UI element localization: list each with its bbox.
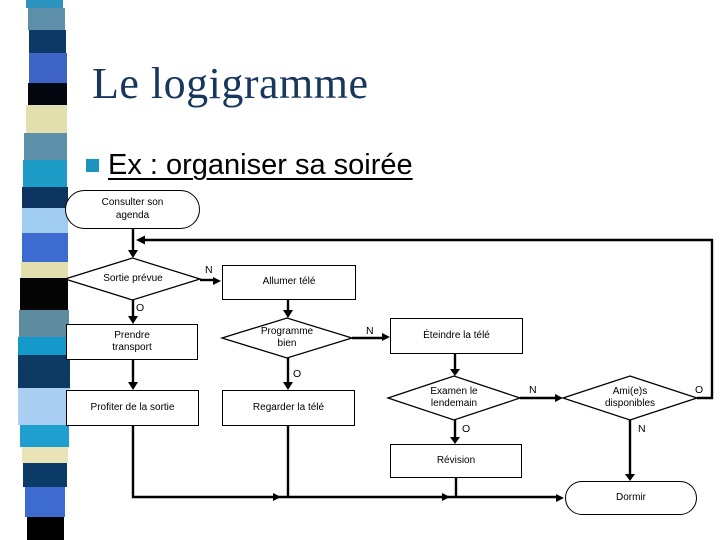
branch-label-no: N [529,384,537,396]
branch-label-yes: O [462,423,471,435]
strip-segment [22,447,68,463]
bullet-item: Ex : organiser sa soirée [86,149,413,182]
flow-node-label: Dormir [616,491,646,503]
flow-node-consulter-agenda: Consulter son agenda [65,190,200,229]
branch-label-no: N [205,264,213,276]
strip-segment [25,487,65,517]
flow-node-amies-disponibles: Ami(e)s disponibles [580,384,680,412]
flow-node-profiter-sortie: Profiter de la sortie [66,390,199,426]
strip-segment [26,0,63,8]
flow-node-dormir: Dormir [565,481,697,515]
flow-node-label: Regarder la télé [252,401,325,413]
strip-segment [21,262,68,278]
strip-segment [18,355,70,388]
flow-node-label: Révision [436,454,476,466]
flow-node-eteindre-tele: Éteindre la télé [390,318,523,354]
flow-node-revision: Révision [390,444,522,478]
strip-segment [24,133,67,160]
strip-segment [28,8,65,30]
strip-segment [23,463,67,487]
branch-label-yes: O [136,302,145,314]
page-title: Le logigramme [92,59,369,108]
strip-segment [18,388,70,425]
decorative-strip [0,0,80,540]
strip-segment [18,337,70,355]
strip-segment [22,208,68,233]
flow-node-label: Prendre transport [112,329,152,354]
flow-node-regarder-tele: Regarder la télé [222,390,355,426]
flow-node-prendre-transport: Prendre transport [66,324,198,360]
strip-segment [29,30,66,53]
strip-segment [19,310,69,337]
strip-segment [22,233,68,262]
strip-segment [28,83,67,105]
branch-label-no: N [366,325,374,337]
flow-node-label: Éteindre la télé [423,329,490,341]
strip-segment [29,53,67,83]
flow-node-label: Ami(e)s disponibles [604,385,656,410]
strip-segment [27,517,64,540]
strip-segment [23,160,67,187]
strip-segment [20,425,69,447]
flow-node-programme-bien: Programme bien [237,324,337,352]
bullet-square-icon [86,159,99,172]
flow-node-sortie-prevue: Sortie prévue [73,266,193,292]
branch-label-no: N [638,423,646,435]
flow-node-label: Sortie prévue [103,272,163,284]
branch-label-yes: O [293,368,302,380]
flow-node-label: Examen le lendemain [430,385,478,410]
flow-node-label: Profiter de la sortie [90,401,175,413]
flow-node-allumer-tele: Allumer télé [222,265,356,300]
flow-node-label: Programme bien [260,325,314,350]
branch-label-yes: O [695,384,704,396]
flow-node-label: Consulter son agenda [101,197,164,221]
strip-segment [26,105,67,133]
strip-segment [22,187,68,208]
flow-node-label: Allumer télé [262,276,316,288]
flow-node-examen-lendemain: Examen le lendemain [404,384,504,412]
bullet-text: Ex : organiser sa soirée [108,149,413,181]
strip-segment [20,278,68,310]
